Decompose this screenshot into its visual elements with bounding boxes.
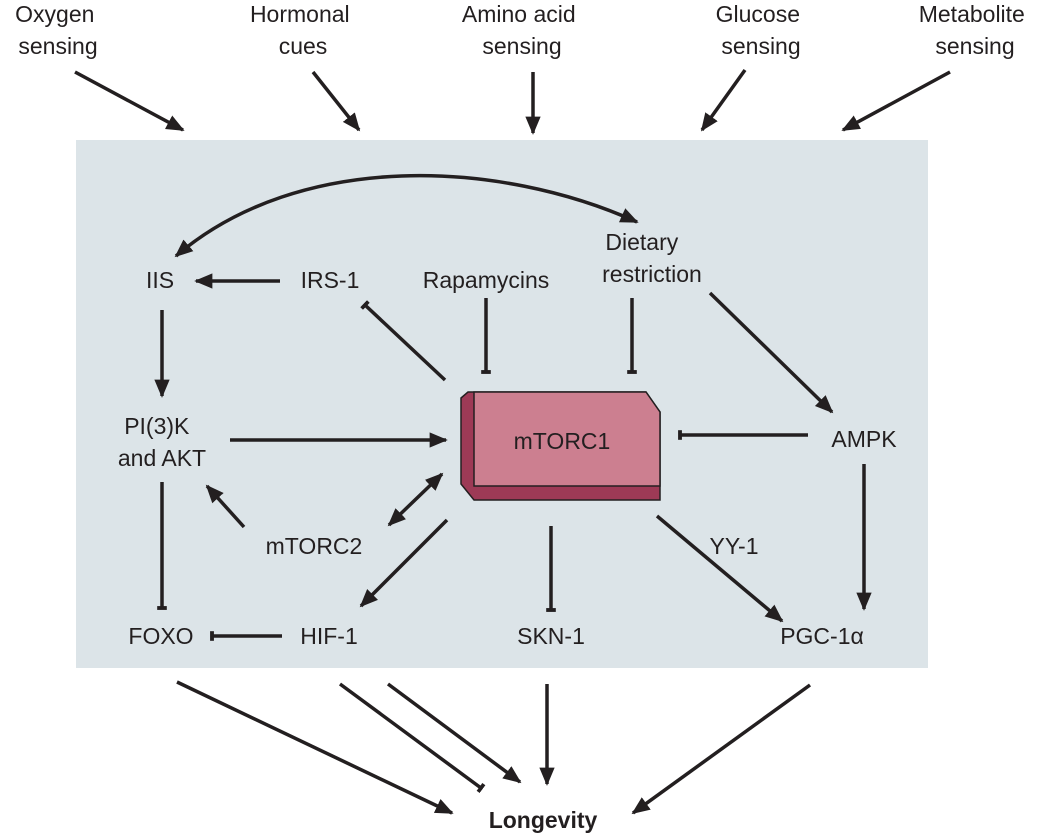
node-foxo: FOXO [128, 623, 193, 649]
arrow-metabolite-to-panel [841, 70, 951, 132]
arrow-dietary-to-ampk [708, 291, 834, 414]
input-metabolite-sensing: Metabolite sensing [919, 1, 1032, 59]
arrow-mtorc1-to-hif1 [359, 518, 449, 608]
node-rapamycins: Rapamycins [423, 267, 550, 293]
node-irs1: IRS-1 [301, 267, 360, 293]
arrow-iis-dietary-restriction [174, 173, 639, 258]
node-iis: IIS [146, 267, 174, 293]
input-amino-acid-sensing: Amino acid sensing [462, 1, 582, 59]
arrow-oxygen-to-panel [74, 70, 185, 132]
arrow-pgc1a-to-longevity [631, 683, 812, 815]
node-skn1: SKN-1 [517, 623, 585, 649]
arrow-glucose-to-panel [700, 68, 747, 132]
node-ampk: AMPK [831, 426, 897, 452]
node-pi3k-akt: PI(3)K and AKT [118, 413, 206, 471]
arrow-mtorc1-to-pgc1a [655, 514, 784, 623]
arrow-hif1-to-longevity [386, 682, 522, 784]
node-pgc1a: PGC-1α [780, 623, 864, 649]
node-mtorc1: mTORC1 [514, 428, 611, 454]
inhibit-mtorc1-irs1 [360, 300, 447, 382]
inhibit-hif1-longevity [338, 682, 486, 794]
node-mtorc2: mTORC2 [266, 533, 363, 559]
input-oxygen-sensing: Oxygen sensing [15, 1, 101, 59]
arrow-mtorc2-mtorc1 [387, 472, 444, 527]
arrow-mtorc2-to-pi3k [205, 484, 246, 529]
label-yy1: YY-1 [709, 533, 758, 559]
arrow-hormonal-to-panel [311, 70, 361, 132]
node-hif1: HIF-1 [300, 623, 358, 649]
input-hormonal-cues: Hormonal cues [250, 1, 356, 59]
mtorc1-box: mTORC1 [460, 391, 661, 501]
arrow-foxo-to-longevity [176, 680, 454, 815]
node-longevity: Longevity [489, 807, 598, 833]
input-glucose-sensing: Glucose sensing [716, 1, 807, 59]
